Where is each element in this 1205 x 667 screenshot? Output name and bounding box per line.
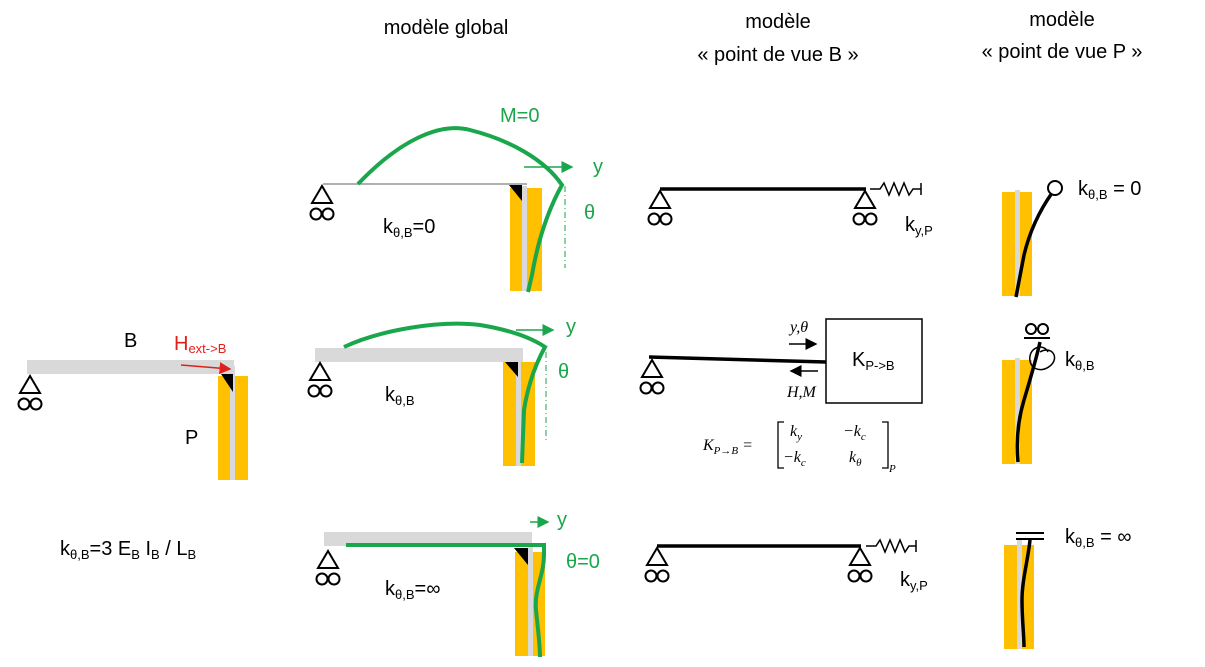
svg-text:−kc: −kc <box>843 423 866 443</box>
deformed-shape <box>356 126 565 293</box>
svg-text:kθ: kθ <box>849 449 862 469</box>
svg-text:−kc: −kc <box>783 449 806 469</box>
force-label: Hext->B <box>174 333 226 356</box>
beam <box>648 355 827 364</box>
header-viewb-line1: modèle <box>745 11 811 33</box>
row3-view-b: ky,P <box>644 538 928 593</box>
roller-support <box>639 358 665 395</box>
spring-label: ky,P <box>900 569 928 593</box>
beam <box>315 348 523 362</box>
y-label: y <box>593 156 603 178</box>
deformed-shape <box>343 321 548 464</box>
beam <box>324 532 532 546</box>
spring-label: ky,P <box>905 214 933 238</box>
stiffness-label: kθ,B = ∞ <box>1065 526 1132 550</box>
rigid-corner <box>514 548 528 565</box>
force-arrow <box>180 362 232 375</box>
pile-deformed <box>1020 539 1032 648</box>
hinge-icon <box>1047 180 1063 196</box>
beam-label: B <box>124 330 137 352</box>
roller-support-left <box>644 546 670 583</box>
force-label: H,M <box>786 384 818 401</box>
roller-support-right <box>852 189 878 226</box>
theta-label: θ <box>584 202 595 224</box>
roller-support-right <box>847 546 873 583</box>
header-viewp-line2: « point de vue P » <box>982 41 1143 63</box>
row3-global: y θ=0 kθ,B=∞ <box>315 509 600 658</box>
row2-view-p: kθ,B <box>1002 323 1095 464</box>
header-viewb-line2: « point de vue B » <box>697 44 858 66</box>
stiffness-matrix: KP→B= ky −kc −kc kθ P <box>702 421 896 475</box>
row1-view-p: kθ,B = 0 <box>1002 178 1141 298</box>
pile-label: P <box>185 427 198 449</box>
stiffness-label: kθ,B=∞ <box>385 578 440 602</box>
spring <box>870 181 921 197</box>
roller-support <box>309 184 335 221</box>
row1-view-b: ky,P <box>647 181 933 238</box>
roller-support <box>315 549 341 586</box>
stiffness-formula: kθ,B=3 EB IB / LB <box>60 538 196 562</box>
beam <box>27 360 234 374</box>
stiffness-label: kθ,B <box>385 384 415 408</box>
row3-view-p: kθ,B = ∞ <box>1004 526 1132 649</box>
row2-view-b: KP->B y,θ H,M KP→B= ky −kc −kc kθ P <box>639 318 923 475</box>
row2-global: y θ kθ,B <box>307 316 576 466</box>
pile-deformed <box>1014 191 1054 298</box>
rigid-corner <box>221 374 233 392</box>
stiffness-label: kθ,B = 0 <box>1078 178 1141 202</box>
theta-label: θ <box>558 361 569 383</box>
pile-core <box>1015 190 1020 296</box>
pile-deformed <box>1015 341 1042 463</box>
roller-wheel <box>1037 323 1049 335</box>
roller-support-left <box>647 189 673 226</box>
row1-global: M=0 y θ kθ,B=0 <box>309 105 603 293</box>
rigid-corner <box>505 362 518 377</box>
svg-text:P: P <box>888 463 896 475</box>
header-global: modèle global <box>384 17 509 39</box>
stiffness-box <box>825 318 923 404</box>
svg-text:ky: ky <box>790 423 802 443</box>
y-label: y <box>566 316 576 338</box>
pile-core <box>230 366 235 480</box>
svg-text:KP→B=: KP→B= <box>702 437 753 457</box>
pile-core <box>1015 358 1020 464</box>
header-viewp-line1: modèle <box>1029 9 1095 31</box>
stiffness-label: kθ,B=0 <box>383 216 435 240</box>
roller-support <box>17 374 43 411</box>
displacement-label: y,θ <box>788 319 808 336</box>
rigid-corner <box>509 185 522 201</box>
pile-core <box>528 546 533 656</box>
spring <box>866 538 916 554</box>
y-label: y <box>557 509 567 531</box>
pile-core <box>1017 540 1022 649</box>
deformed-shape <box>346 543 546 658</box>
roller-support <box>307 361 333 398</box>
stiffness-box-label: KP->B <box>852 349 895 373</box>
pile-core <box>516 360 521 466</box>
moment-label: M=0 <box>500 105 539 127</box>
roller-wheel <box>1025 323 1037 335</box>
pile-core <box>522 186 527 291</box>
theta-label: θ=0 <box>566 551 600 573</box>
left-model: B P Hext->B kθ,B=3 EB IB / LB <box>17 330 248 562</box>
stiffness-label: kθ,B <box>1065 349 1095 373</box>
